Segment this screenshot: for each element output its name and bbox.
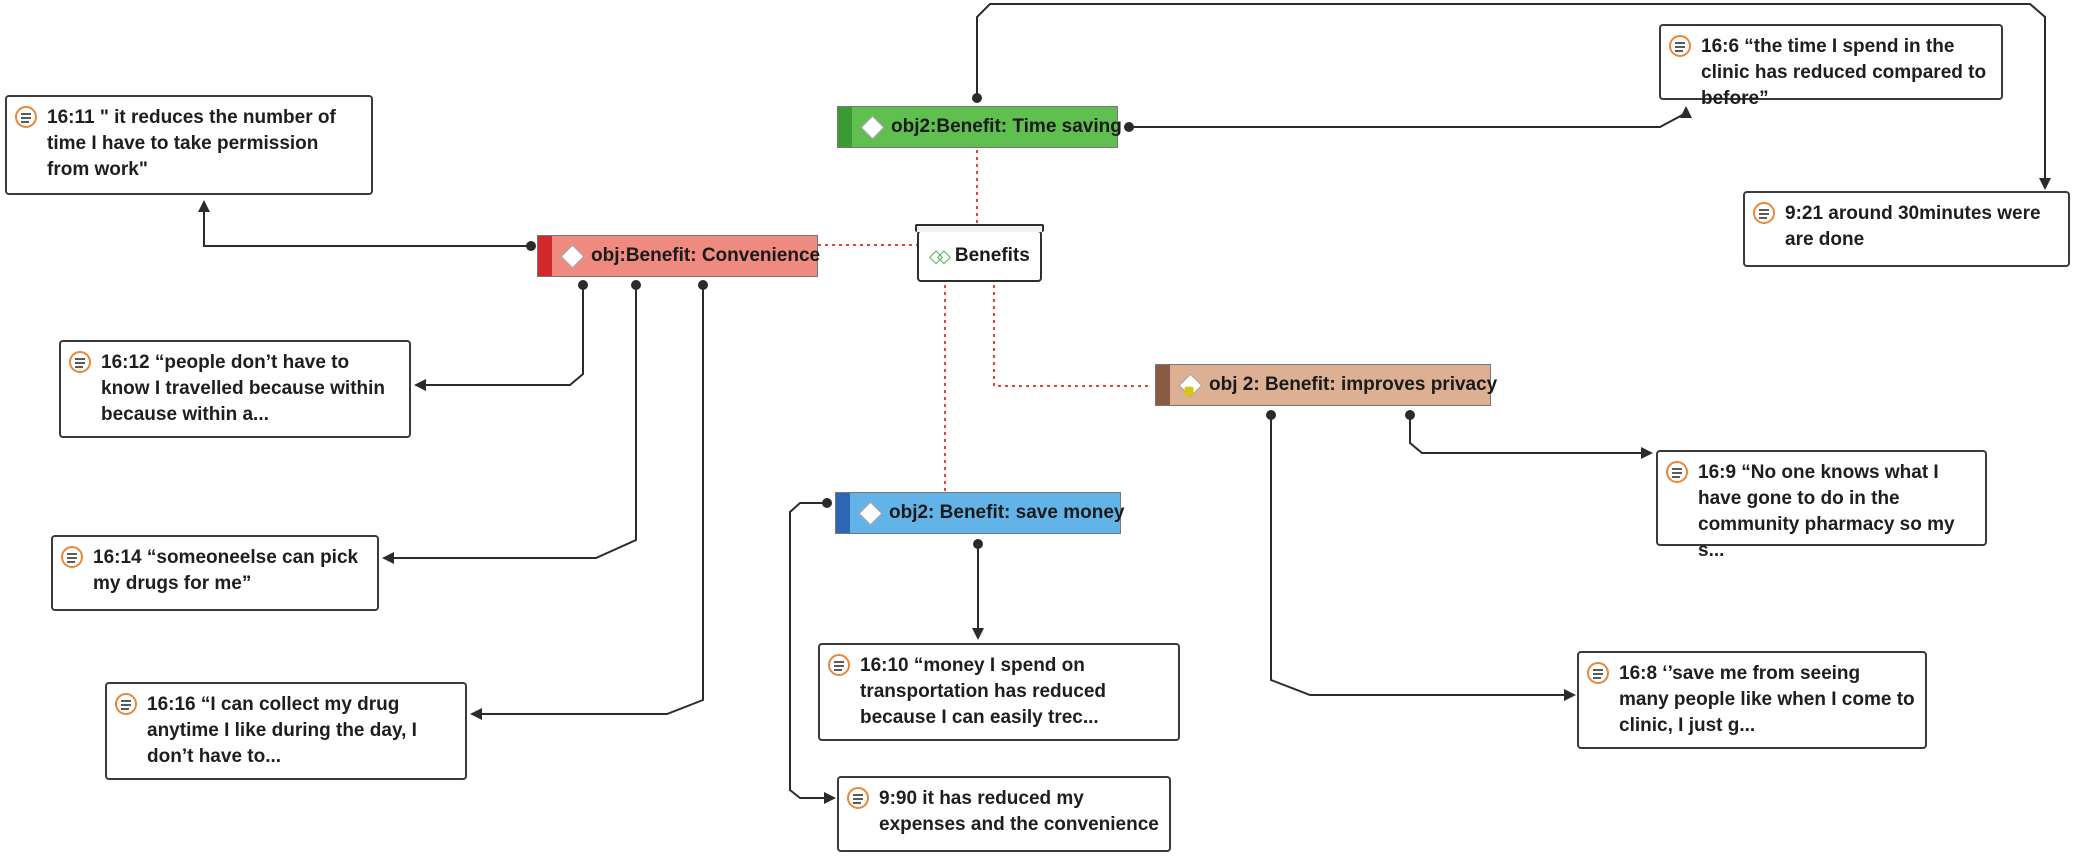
link-anchor-dot [972,93,982,103]
quotation-text: 16:8 ‘’save me from seeing many people l… [1619,663,1915,736]
link-anchor-dot [578,280,588,290]
code-diamond-icon [860,114,885,140]
code-color-bar [836,493,850,533]
quotation-icon [115,693,137,715]
link-time-saving-to-9-21 [976,3,2051,190]
code-node-convenience[interactable]: obj:Benefit: Convenience [537,235,821,277]
quotation-text: 16:10 “money I spend on transportation h… [860,655,1106,728]
code-color-bar [1156,365,1170,405]
quotation-icon [61,546,83,568]
quotation-16-6[interactable]: 16:6 “the time I spend in the clinic has… [1659,24,2003,109]
code-label: obj2:Benefit: Time saving [891,116,1122,137]
quotation-16-9[interactable]: 16:9 “No one knows what I have gone to d… [1656,450,1987,561]
group-label: Benefits [954,245,1030,266]
link-anchor-dot [1405,410,1415,420]
link-convenience-to-16-11 [198,200,531,247]
quotation-icon [15,106,37,128]
quotation-icon [1753,202,1775,224]
quotation-icon [1669,35,1691,57]
group-icon: ◇◇ [929,245,951,266]
quotation-icon [69,351,91,373]
group-node-cap [915,224,1044,232]
link-convenience-to-16-16 [470,285,704,720]
quotation-icon [1587,662,1609,684]
benefits-group-node[interactable]: ◇◇ Benefits [915,224,1044,282]
quotation-icon [1666,461,1688,483]
quotation-text: 16:12 “people don’t have to know I trave… [101,352,386,425]
link-anchor-dot [631,280,641,290]
code-node-time-saving[interactable]: obj2:Benefit: Time saving [837,106,1122,148]
code-label: obj 2: Benefit: improves privacy [1209,374,1498,395]
code-label: obj:Benefit: Convenience [591,245,821,266]
quotation-text: 9:90 it has reduced my expenses and the … [879,788,1159,835]
quotation-text: 16:9 “No one knows what I have gone to d… [1698,462,1955,561]
quotation-16-8[interactable]: 16:8 ‘’save me from seeing many people l… [1577,651,1927,749]
link-time-saving-to-16-6 [1129,106,1692,128]
code-diamond-icon [560,243,585,269]
quotation-16-11[interactable]: 16:11 " it reduces the number of time I … [5,95,373,195]
code-label: obj2: Benefit: save money [889,502,1125,523]
link-anchor-dot [973,539,983,549]
quotation-text: 16:16 “I can collect my drug anytime I l… [147,694,417,767]
code-color-bar [838,107,852,147]
quotation-16-10[interactable]: 16:10 “money I spend on transportation h… [818,643,1180,741]
link-privacy-to-16-8 [1270,415,1576,701]
link-save-money-to-9-90 [789,502,836,804]
quotation-text: 16:11 " it reduces the number of time I … [47,107,336,180]
link-privacy-to-16-9 [1409,415,1653,459]
quotation-9-21[interactable]: 9:21 around 30minutes were are done [1743,191,2070,267]
code-node-improves-privacy[interactable]: obj 2: Benefit: improves privacy [1155,364,1497,406]
quotation-16-14[interactable]: 16:14 “someoneelse can pick my drugs for… [51,535,379,611]
quotation-text: 16:14 “someoneelse can pick my drugs for… [93,547,359,594]
link-anchor-dot [698,280,708,290]
code-diamond-icon [1178,372,1203,398]
quotation-16-12[interactable]: 16:12 “people don’t have to know I trave… [59,340,411,438]
link-anchor-dot [1124,122,1134,132]
quotation-9-90[interactable]: 9:90 it has reduced my expenses and the … [837,776,1171,852]
link-anchor-dot [526,241,536,251]
code-node-save-money[interactable]: obj2: Benefit: save money [835,492,1125,534]
quotation-text: 16:6 “the time I spend in the clinic has… [1701,36,1987,109]
link-convenience-to-16-14 [382,285,637,564]
quotation-text: 9:21 around 30minutes were are done [1785,203,2041,250]
link-anchor-dot [822,498,832,508]
quotation-icon [828,654,850,676]
code-color-bar [538,236,552,276]
quotation-icon [847,787,869,809]
quotation-16-16[interactable]: 16:16 “I can collect my drug anytime I l… [105,682,467,780]
link-anchor-dot [1266,410,1276,420]
comment-marker-icon [1184,386,1194,396]
code-diamond-icon [858,500,883,526]
relation-link-privacy [993,285,1152,387]
link-convenience-to-16-12 [414,285,584,391]
